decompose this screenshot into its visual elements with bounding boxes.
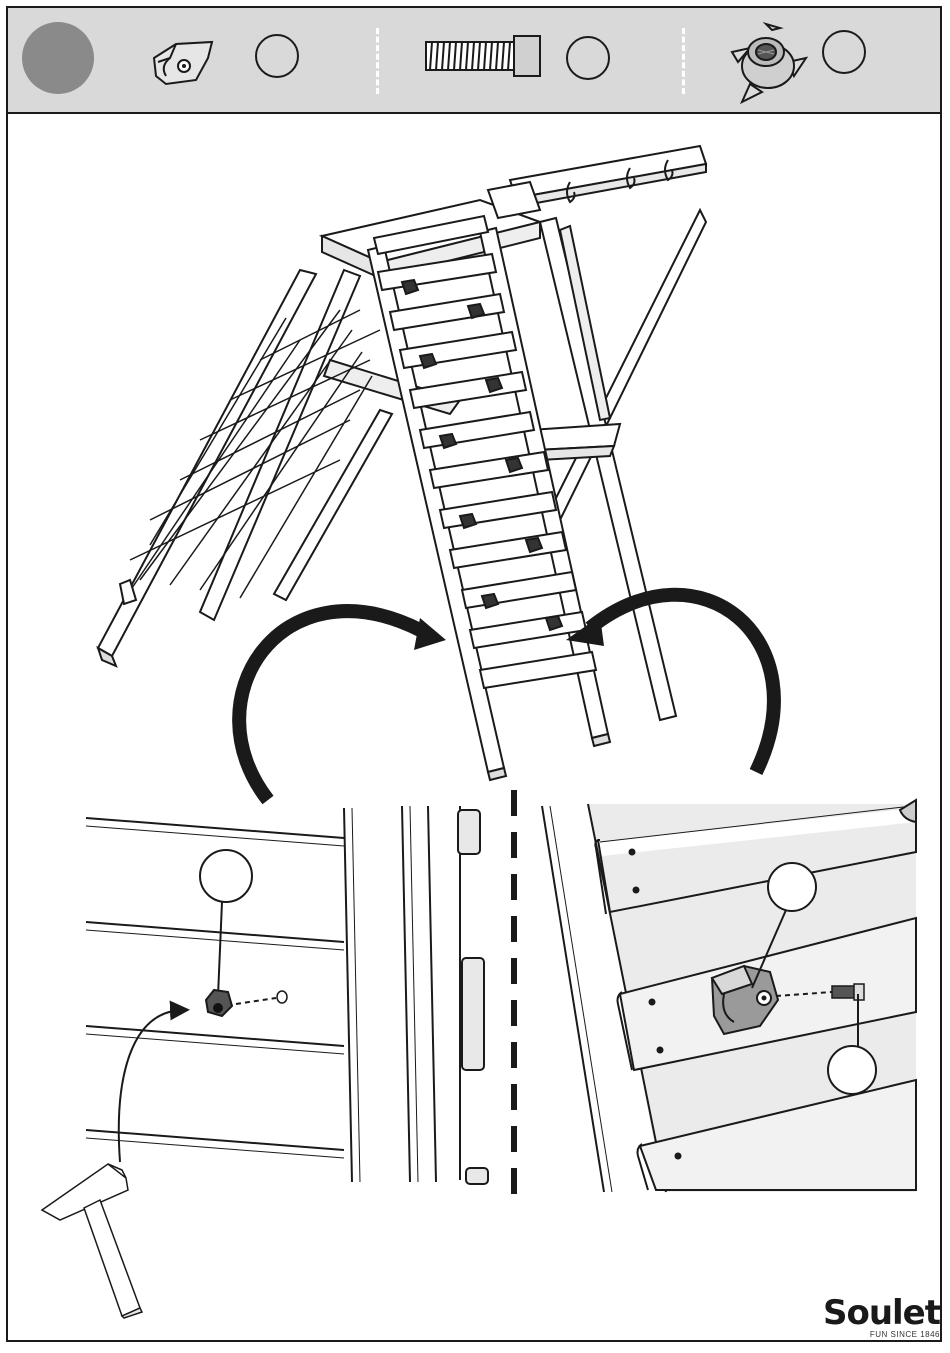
- left-detail-callout: [200, 850, 252, 902]
- tee-nut-detail: [119, 850, 287, 1162]
- hammer-icon: [42, 1164, 142, 1318]
- climbing-net-ramp: [98, 270, 460, 666]
- brand-name: Soulet: [823, 1296, 940, 1330]
- swing-beam: [510, 146, 706, 206]
- right-detail-callout-bottom: [828, 1046, 876, 1094]
- right-detail-callout-top: [768, 863, 816, 911]
- brand-logo: Soulet FUN SINCE 1846: [823, 1296, 940, 1339]
